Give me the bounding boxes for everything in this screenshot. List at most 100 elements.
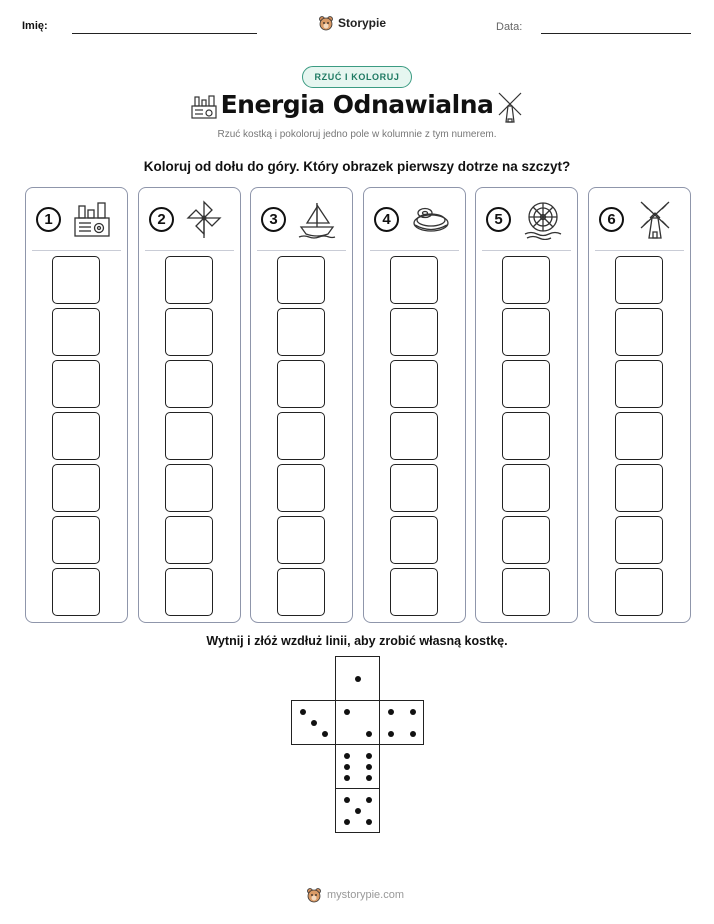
pip [410,709,416,715]
color-cell[interactable] [502,360,550,408]
biofuel-pellets-icon [413,207,449,232]
footer: mystorypie.com [306,885,416,905]
pip [388,731,394,737]
column-4: 4 [363,187,466,623]
color-cell[interactable] [390,412,438,460]
color-cell[interactable] [277,412,325,460]
color-cell[interactable] [502,256,550,304]
color-cell[interactable] [502,464,550,512]
column-2: 2 [138,187,241,623]
color-cell[interactable] [615,360,663,408]
pip [366,731,372,737]
column-number: 2 [149,207,174,232]
column-number: 3 [261,207,286,232]
color-cell[interactable] [165,360,213,408]
color-cell[interactable] [52,308,100,356]
bear-icon [319,16,333,31]
color-cell[interactable] [390,568,438,616]
pip [366,764,372,770]
activity-badge: RZUĆ I KOLORUJ [302,66,412,88]
color-cell[interactable] [390,308,438,356]
color-cell[interactable] [165,568,213,616]
bear-icon [307,888,321,903]
color-cell[interactable] [52,360,100,408]
color-cell[interactable] [52,412,100,460]
color-cell[interactable] [52,516,100,564]
column-divider [595,250,684,251]
windmill-icon [640,201,670,239]
color-cell[interactable] [615,412,663,460]
power-plant-icon [191,95,217,119]
color-cell[interactable] [615,516,663,564]
color-cell[interactable] [502,568,550,616]
dice-face-1 [335,656,380,701]
sailboat-icon [298,202,336,239]
color-cell[interactable] [277,308,325,356]
color-cell[interactable] [390,360,438,408]
pip [300,709,306,715]
pip [366,753,372,759]
column-divider [370,250,459,251]
dice-face-6 [335,744,380,789]
brand-logo: Storypie [318,11,398,35]
column-divider [145,250,234,251]
cut-instruction: Wytnij i złóż wzdłuż linii, aby zrobić w… [206,634,508,648]
dice-face-2 [335,700,380,745]
column-number: 5 [486,207,511,232]
footer-url[interactable]: mystorypie.com [327,889,405,901]
color-cell[interactable] [502,412,550,460]
dice-face-5 [335,788,380,833]
name-label: Imię: [22,20,48,32]
color-cell[interactable] [390,516,438,564]
column-1: 1 [25,187,128,623]
column-3: 3 [250,187,353,623]
color-cell[interactable] [165,464,213,512]
pip [344,753,350,759]
pip [355,808,361,814]
pinwheel-icon [186,200,222,238]
pip [344,819,350,825]
color-cell[interactable] [277,464,325,512]
pip [344,775,350,781]
column-divider [32,250,121,251]
column-6: 6 [588,187,691,623]
color-cell[interactable] [615,308,663,356]
date-label: Data: [496,21,523,33]
date-line [541,33,691,34]
color-cell[interactable] [615,256,663,304]
color-cell[interactable] [165,308,213,356]
color-cell[interactable] [277,568,325,616]
pip [344,797,350,803]
instruction-text: Koloruj od dołu do góry. Który obrazek p… [143,159,571,174]
color-cell[interactable] [277,256,325,304]
color-cell[interactable] [165,516,213,564]
pip [410,731,416,737]
power-plant-icon [74,202,110,237]
color-cell[interactable] [615,464,663,512]
subtitle: Rzuć kostką i pokoloruj jedno pole w kol… [217,129,497,140]
pip [366,775,372,781]
color-cell[interactable] [277,516,325,564]
color-cell[interactable] [165,256,213,304]
color-cell[interactable] [277,360,325,408]
windmill-icon [498,92,522,123]
column-divider [257,250,346,251]
color-cell[interactable] [52,568,100,616]
page-title: Energia Odnawialna [220,90,494,119]
pip [388,709,394,715]
column-number: 1 [36,207,61,232]
pip [322,731,328,737]
column-number: 6 [599,207,624,232]
column-5: 5 [475,187,578,623]
color-cell[interactable] [52,464,100,512]
column-number: 4 [374,207,399,232]
color-cell[interactable] [390,464,438,512]
color-cell[interactable] [502,516,550,564]
color-cell[interactable] [502,308,550,356]
pip [344,709,350,715]
color-cell[interactable] [390,256,438,304]
water-wheel-icon [524,202,562,240]
color-cell[interactable] [165,412,213,460]
color-cell[interactable] [52,256,100,304]
color-cell[interactable] [615,568,663,616]
